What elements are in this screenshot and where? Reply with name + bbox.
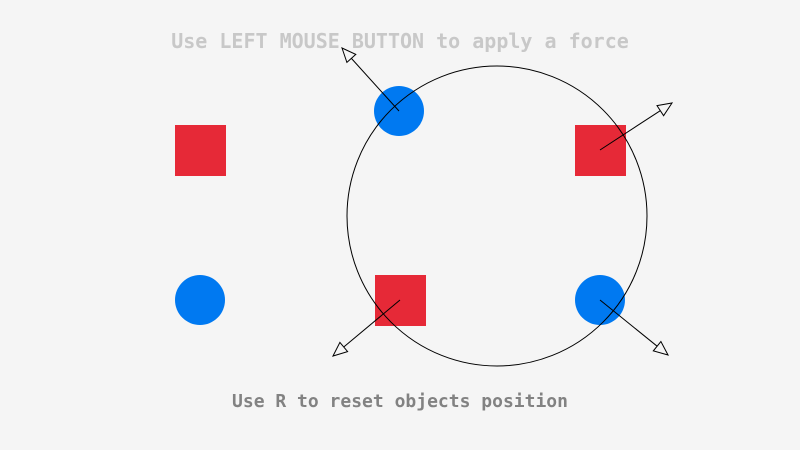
red-square-outside-top-left[interactable] <box>175 125 226 176</box>
force-arrow-bottom-right-line <box>599 299 658 347</box>
force-arrow-top-right-line <box>599 110 661 151</box>
red-square-ring-right[interactable] <box>575 125 626 176</box>
boundary-circle-outline <box>346 65 648 367</box>
blue-circle-outside-bottom-left[interactable] <box>175 275 225 325</box>
force-arrow-top-right-head-icon <box>656 102 674 117</box>
force-arrow-top-left-line <box>351 58 400 112</box>
red-square-ring-bottom[interactable] <box>375 275 426 326</box>
force-arrow-top-left-head-icon <box>341 47 357 64</box>
force-arrow-bottom-left-line <box>343 299 401 348</box>
instruction-apply-force: Use LEFT MOUSE BUTTON to apply a force <box>171 29 629 53</box>
force-arrow-bottom-right-head-icon <box>652 340 669 356</box>
instruction-reset-objects: Use R to reset objects position <box>232 391 568 412</box>
force-arrow-bottom-left-head-icon <box>332 341 349 357</box>
